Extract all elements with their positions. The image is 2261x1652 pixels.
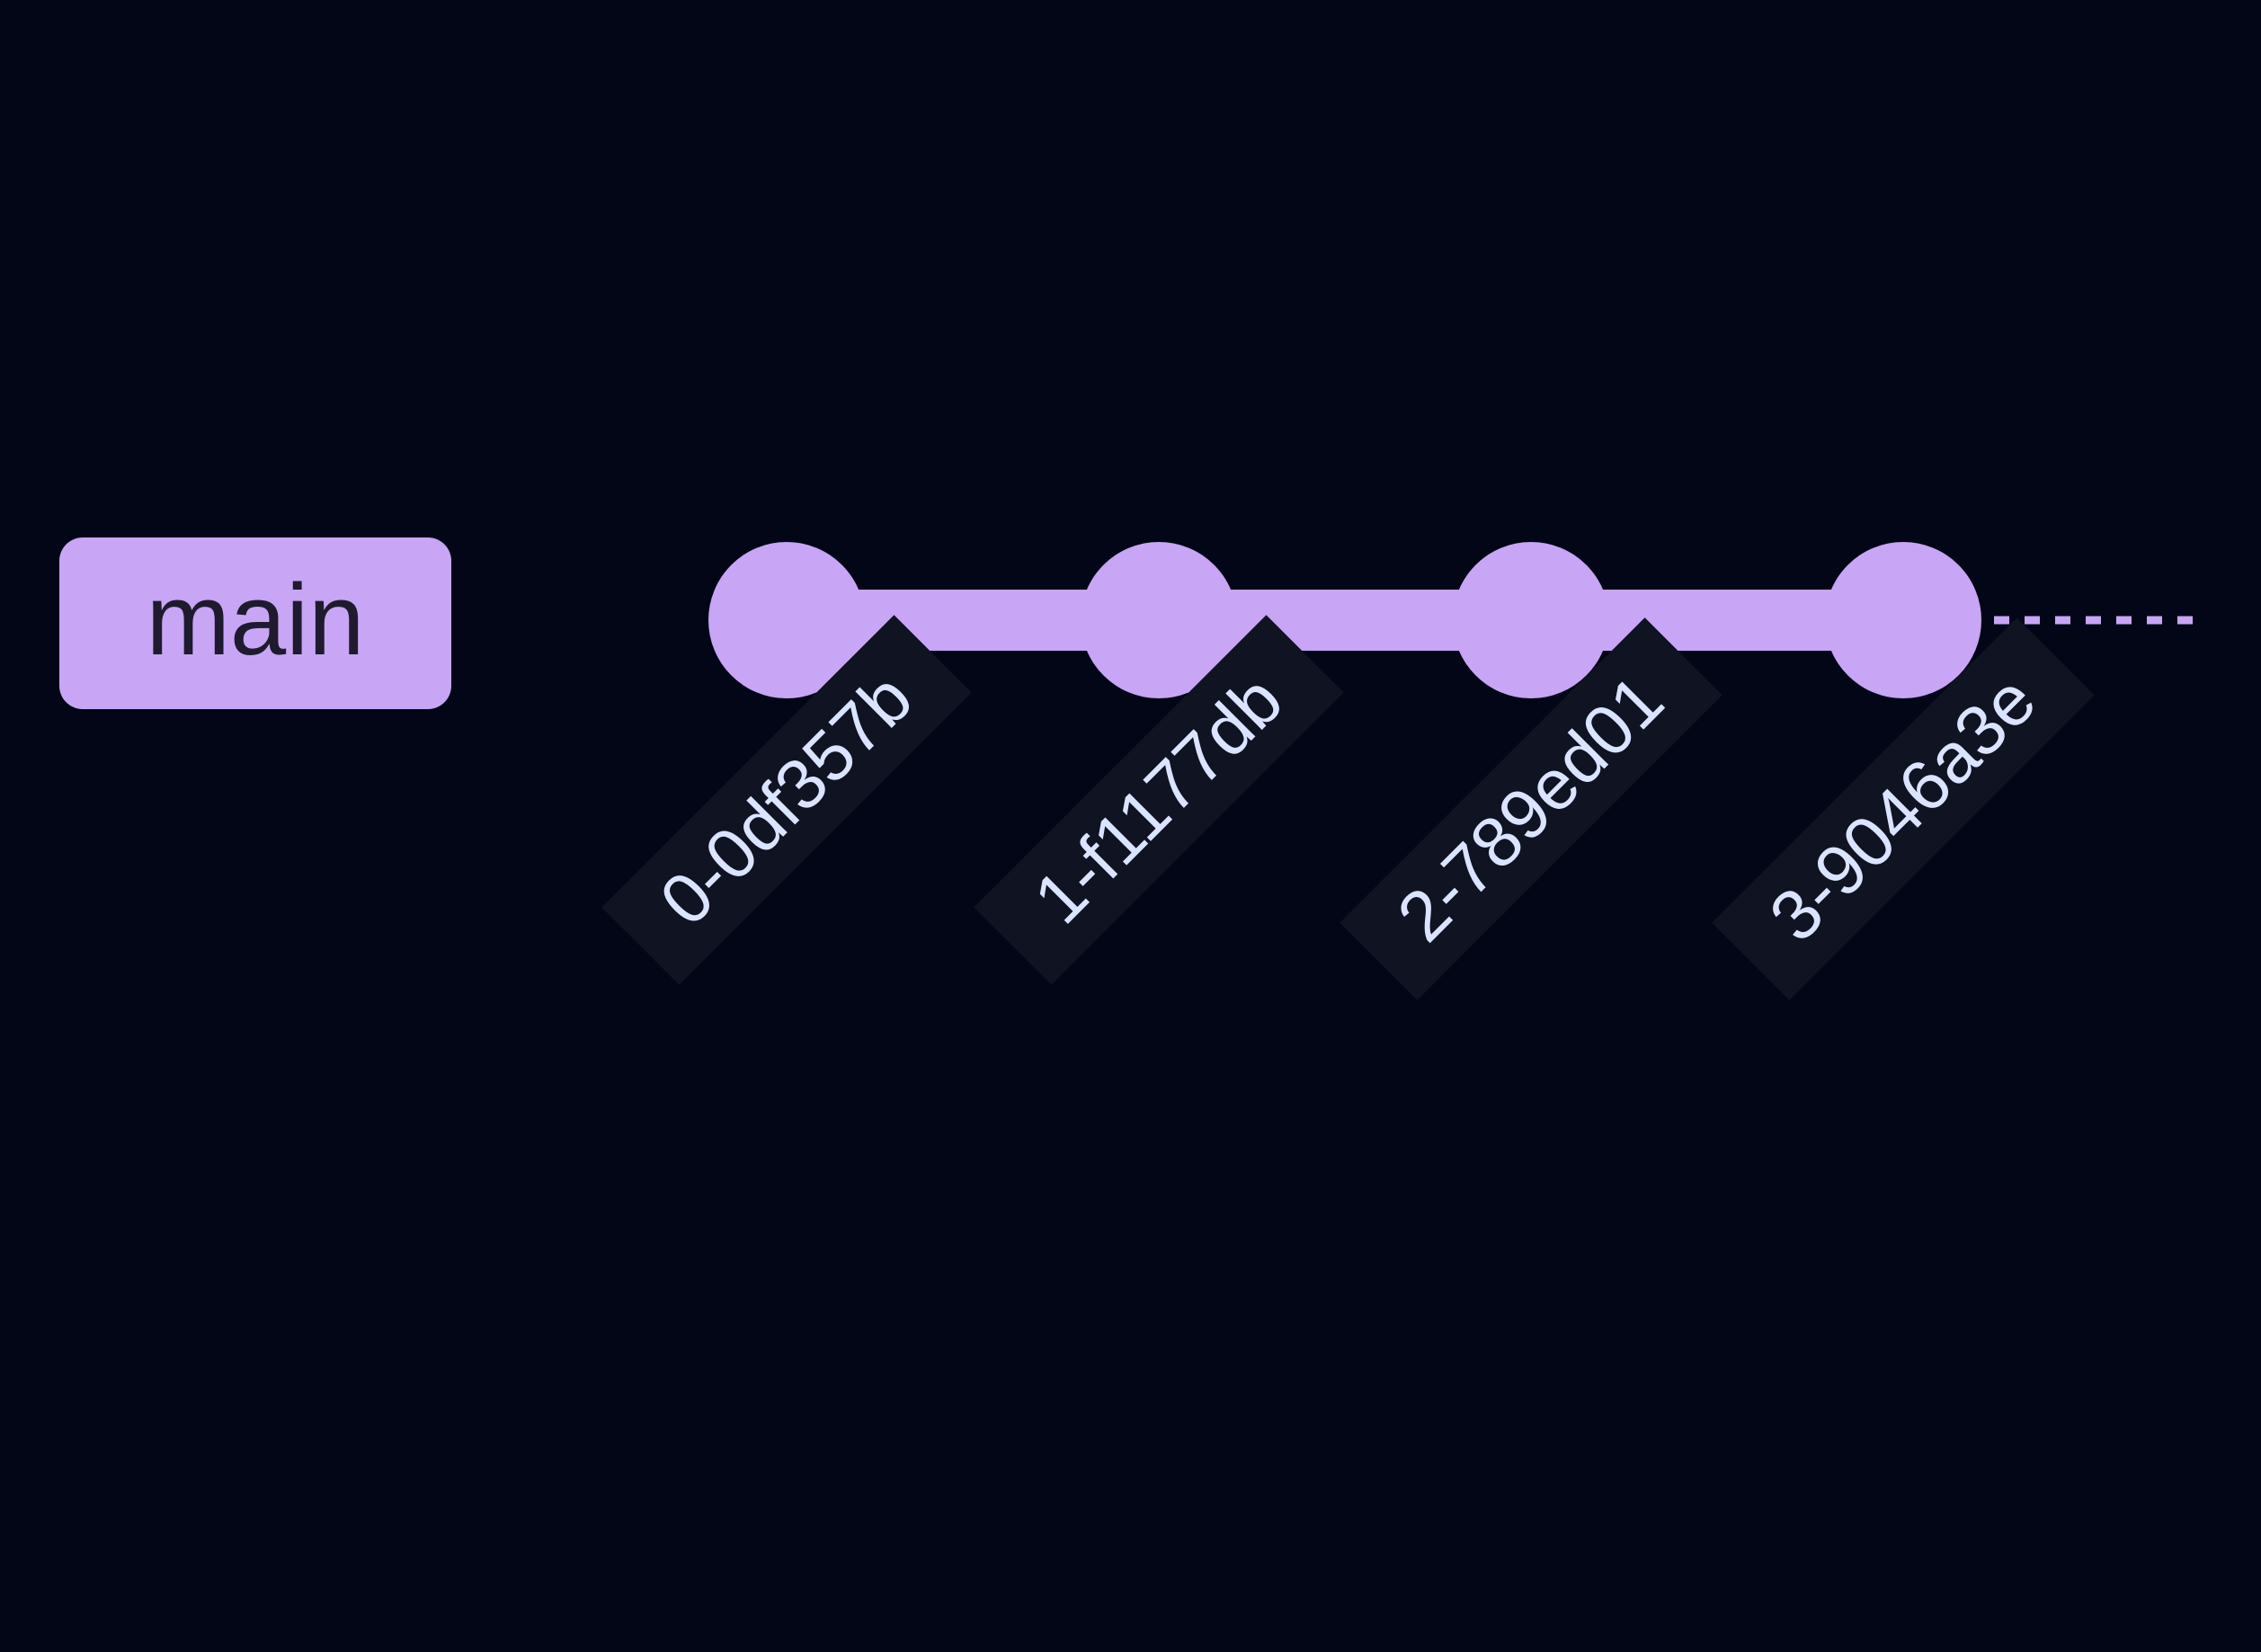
branch-label-text: main [147,564,365,676]
commit-label-bg [1712,617,2095,1000]
commit-dot-0[interactable] [708,542,865,698]
commit-label-bg [974,615,1344,985]
commit-label-text: 3-9046a3e [1754,660,2051,956]
commit-dots [708,542,1981,698]
branch-label-box [59,537,451,709]
branch-label-main[interactable]: main [59,537,451,709]
commit-dot-2[interactable] [1453,542,1609,698]
commit-label-bg [601,615,972,985]
commit-dot-1[interactable] [1081,542,1237,698]
commit-label-text: 2-789ed01 [1382,660,1678,956]
commit-label-text: 1-f1177db [1019,660,1297,938]
commit-dot-3[interactable] [1825,542,1981,698]
commit-label-text: 0-0df357b [645,658,928,941]
commit-label-bg [1340,617,1722,1000]
